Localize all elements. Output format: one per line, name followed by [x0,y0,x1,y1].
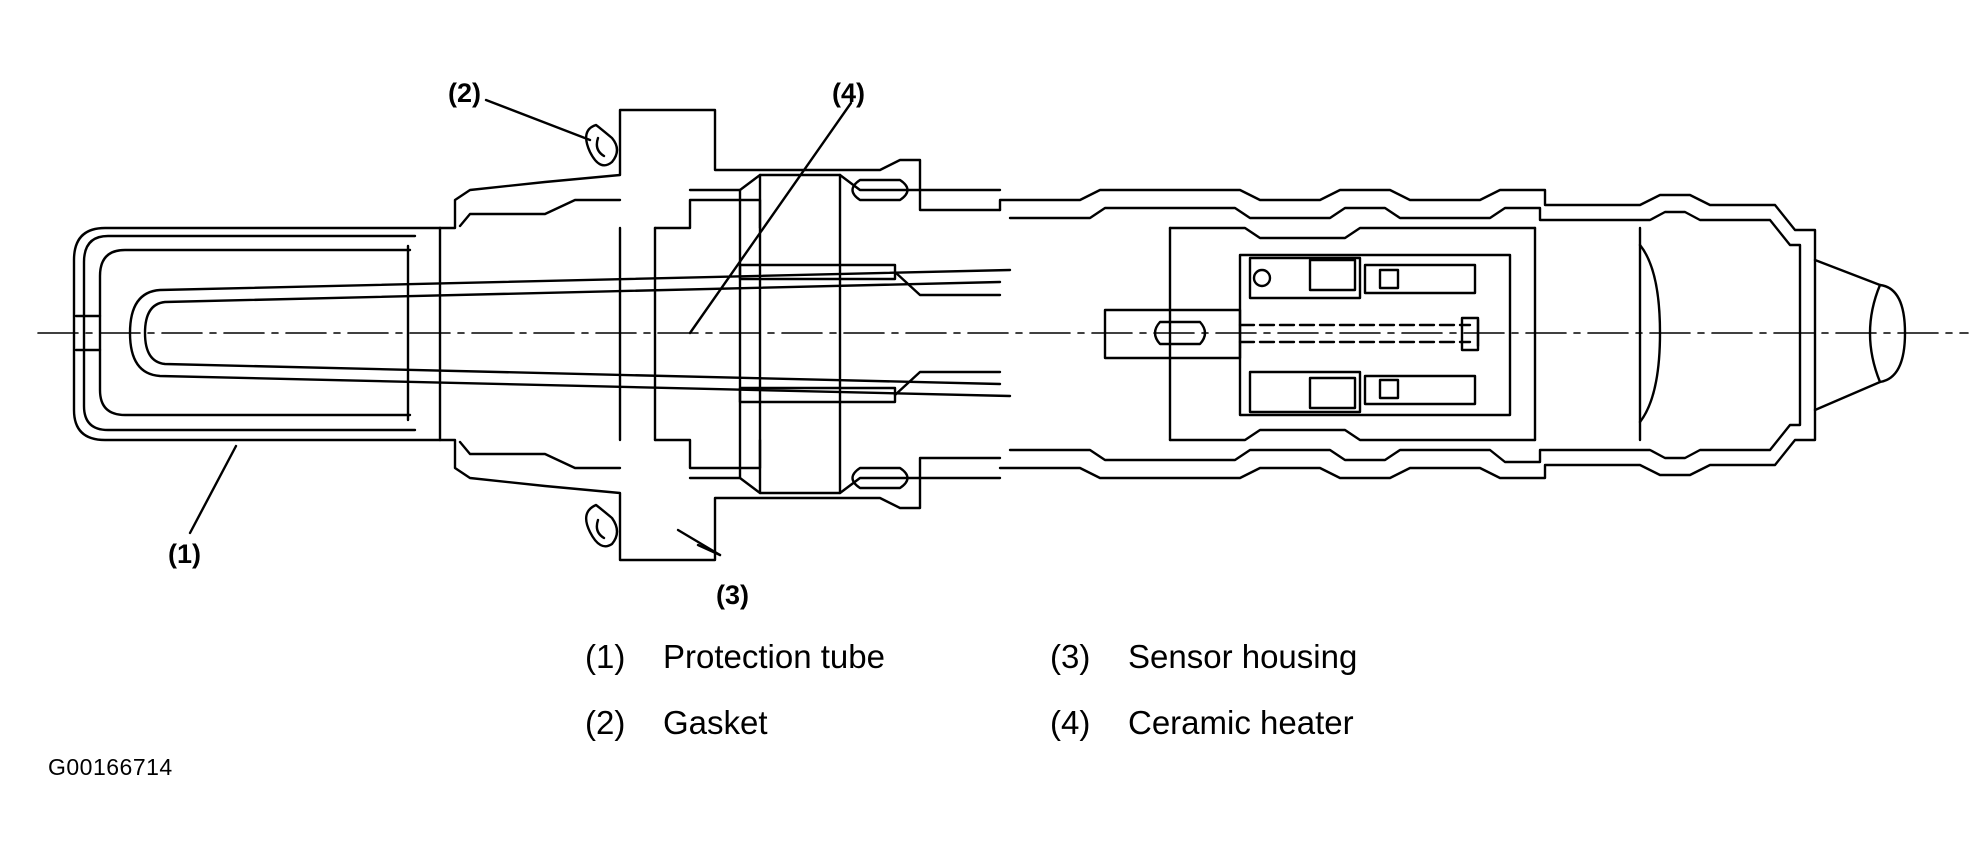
rear-body [998,188,1817,480]
ceramic-element [128,268,1012,398]
legend-num-4: (4) [1050,704,1091,741]
legend-num-2: (2) [585,704,626,741]
leader-line-4 [688,101,853,335]
leader-line-2 [484,98,592,142]
figure-id: G00166714 [48,754,173,780]
legend-num-1: (1) [585,638,626,675]
legend-text-3: Sensor housing [1128,638,1358,675]
cable [1813,258,1907,412]
legend-text-2: Gasket [663,704,768,741]
gasket-bottom [584,503,619,548]
gasket-top [584,123,619,167]
protection-tube [72,226,442,442]
leader-line-1 [188,444,238,535]
connector-block [1238,253,1512,417]
callout-4: (4) [832,78,865,108]
callout-3: (3) [716,580,749,610]
legend-num-3: (3) [1050,638,1091,675]
legend-text-4: Ceramic heater [1128,704,1354,741]
callout-1: (1) [168,539,201,569]
sensor-housing [438,108,1002,230]
callout-2: (2) [448,78,481,108]
legend-text-1: Protection tube [663,638,885,675]
